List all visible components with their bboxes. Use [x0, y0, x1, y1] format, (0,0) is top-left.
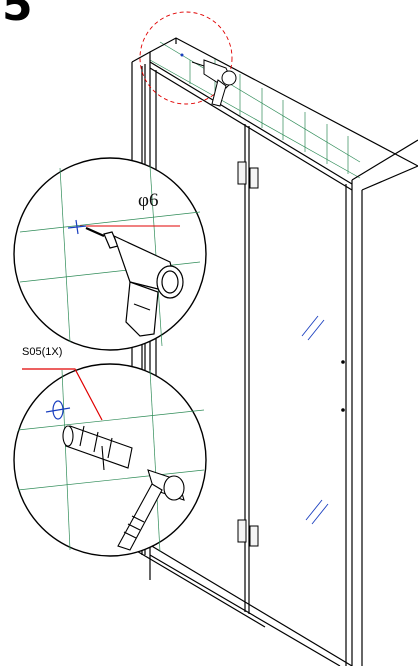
glass-reflection-marks	[301, 315, 329, 525]
wall-plug-icon	[62, 425, 133, 471]
drill-icon	[191, 59, 237, 107]
drill-point-mark	[180, 53, 184, 57]
highlight-circle	[139, 11, 233, 105]
callout-leader	[22, 368, 103, 421]
detail-circle-drill	[13, 157, 207, 351]
detail-plug-tile-grid	[17, 369, 205, 553]
wall-frame	[131, 37, 418, 666]
step-number-box: 5	[0, 0, 40, 34]
handle-dot-upper	[341, 360, 345, 364]
handle-dot-lower	[341, 408, 345, 412]
part-callout-label: S05(1X)	[22, 346, 63, 358]
hinge-icon	[237, 161, 259, 547]
step-number: 5	[2, 0, 33, 31]
hole-diameter-label: φ6	[138, 190, 159, 211]
hammer-icon	[117, 469, 185, 551]
drill-icon	[85, 226, 184, 337]
drill-target-mark	[67, 219, 87, 235]
wall-tile-grid	[149, 41, 361, 179]
hole-target-mark	[45, 400, 71, 420]
